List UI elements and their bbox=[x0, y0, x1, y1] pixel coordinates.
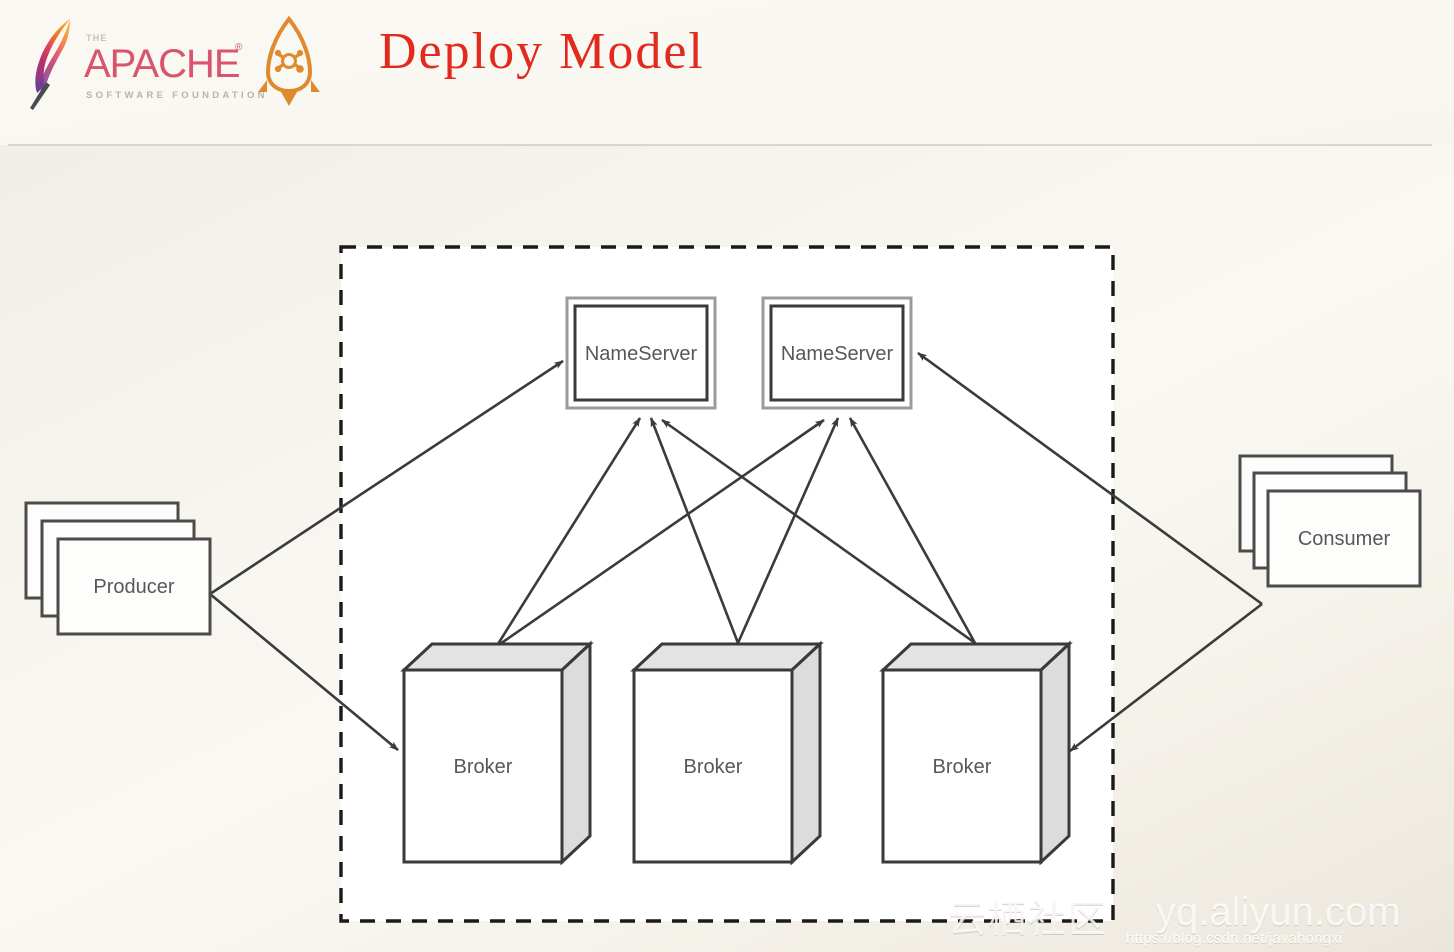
edge-producer-broker1 bbox=[209, 592, 399, 752]
node-broker-2[interactable]: Broker bbox=[630, 640, 824, 866]
apache-feather-icon bbox=[30, 19, 70, 110]
node-broker-1[interactable]: Broker bbox=[400, 640, 594, 866]
producer-label: Producer bbox=[93, 576, 174, 598]
broker2-front-face bbox=[632, 668, 794, 864]
header-divider bbox=[8, 144, 1432, 146]
apache-wordmark: APACHE bbox=[84, 42, 241, 86]
rocketmq-rocket-icon bbox=[258, 15, 320, 106]
edge-consumer-broker3 bbox=[1069, 602, 1263, 753]
nameserver2-inner-border bbox=[769, 304, 905, 402]
broker2-side-face bbox=[790, 640, 822, 866]
edge-broker2-nameserver2 bbox=[736, 417, 840, 644]
edge-broker1-nameserver1 bbox=[496, 417, 642, 645]
node-producer[interactable]: Producer bbox=[24, 501, 212, 636]
broker3-label: Broker bbox=[933, 756, 992, 778]
diagram-edges bbox=[209, 351, 1263, 753]
broker1-side-face bbox=[560, 640, 592, 866]
broker3-side-face bbox=[1039, 640, 1071, 866]
deploy-model-diagram: Producer Consumer NameServer NameServer … bbox=[24, 245, 1422, 923]
broker2-label: Broker bbox=[684, 756, 743, 778]
consumer-stack-front bbox=[1266, 489, 1422, 588]
node-consumer[interactable]: Consumer bbox=[1238, 454, 1422, 588]
apache-the-label: THE bbox=[86, 33, 108, 43]
edge-broker1-nameserver2 bbox=[499, 418, 825, 646]
producer-stack-front bbox=[56, 537, 212, 636]
broker2-top-face bbox=[630, 642, 824, 672]
edge-broker3-nameserver2 bbox=[848, 417, 977, 644]
edge-producer-nameserver1 bbox=[209, 359, 564, 596]
broker1-front-face bbox=[402, 668, 564, 864]
page-title: Deploy Model bbox=[379, 23, 705, 80]
nameserver1-label: NameServer bbox=[585, 343, 698, 365]
node-broker-3[interactable]: Broker bbox=[879, 640, 1073, 866]
nameserver1-inner-border bbox=[573, 304, 709, 402]
node-nameserver-1[interactable]: NameServer bbox=[565, 296, 717, 410]
nameserver2-label: NameServer bbox=[781, 343, 894, 365]
slide-header: THE APACHE ® SOFTWARE FOUNDATION Deploy … bbox=[0, 0, 1454, 146]
broker1-label: Broker bbox=[454, 756, 513, 778]
node-nameserver-2[interactable]: NameServer bbox=[761, 296, 913, 410]
consumer-label: Consumer bbox=[1298, 528, 1391, 550]
broker3-top-face bbox=[879, 642, 1073, 672]
broker1-top-face bbox=[400, 642, 594, 672]
apache-logo: THE APACHE ® SOFTWARE FOUNDATION bbox=[22, 14, 265, 110]
apache-registered-mark: ® bbox=[235, 42, 243, 53]
apache-tagline: SOFTWARE FOUNDATION bbox=[86, 90, 268, 101]
edge-consumer-nameserver2 bbox=[917, 351, 1263, 606]
edge-broker3-nameserver1 bbox=[661, 418, 976, 645]
broker3-front-face bbox=[881, 668, 1043, 864]
edge-broker2-nameserver1 bbox=[649, 417, 740, 644]
